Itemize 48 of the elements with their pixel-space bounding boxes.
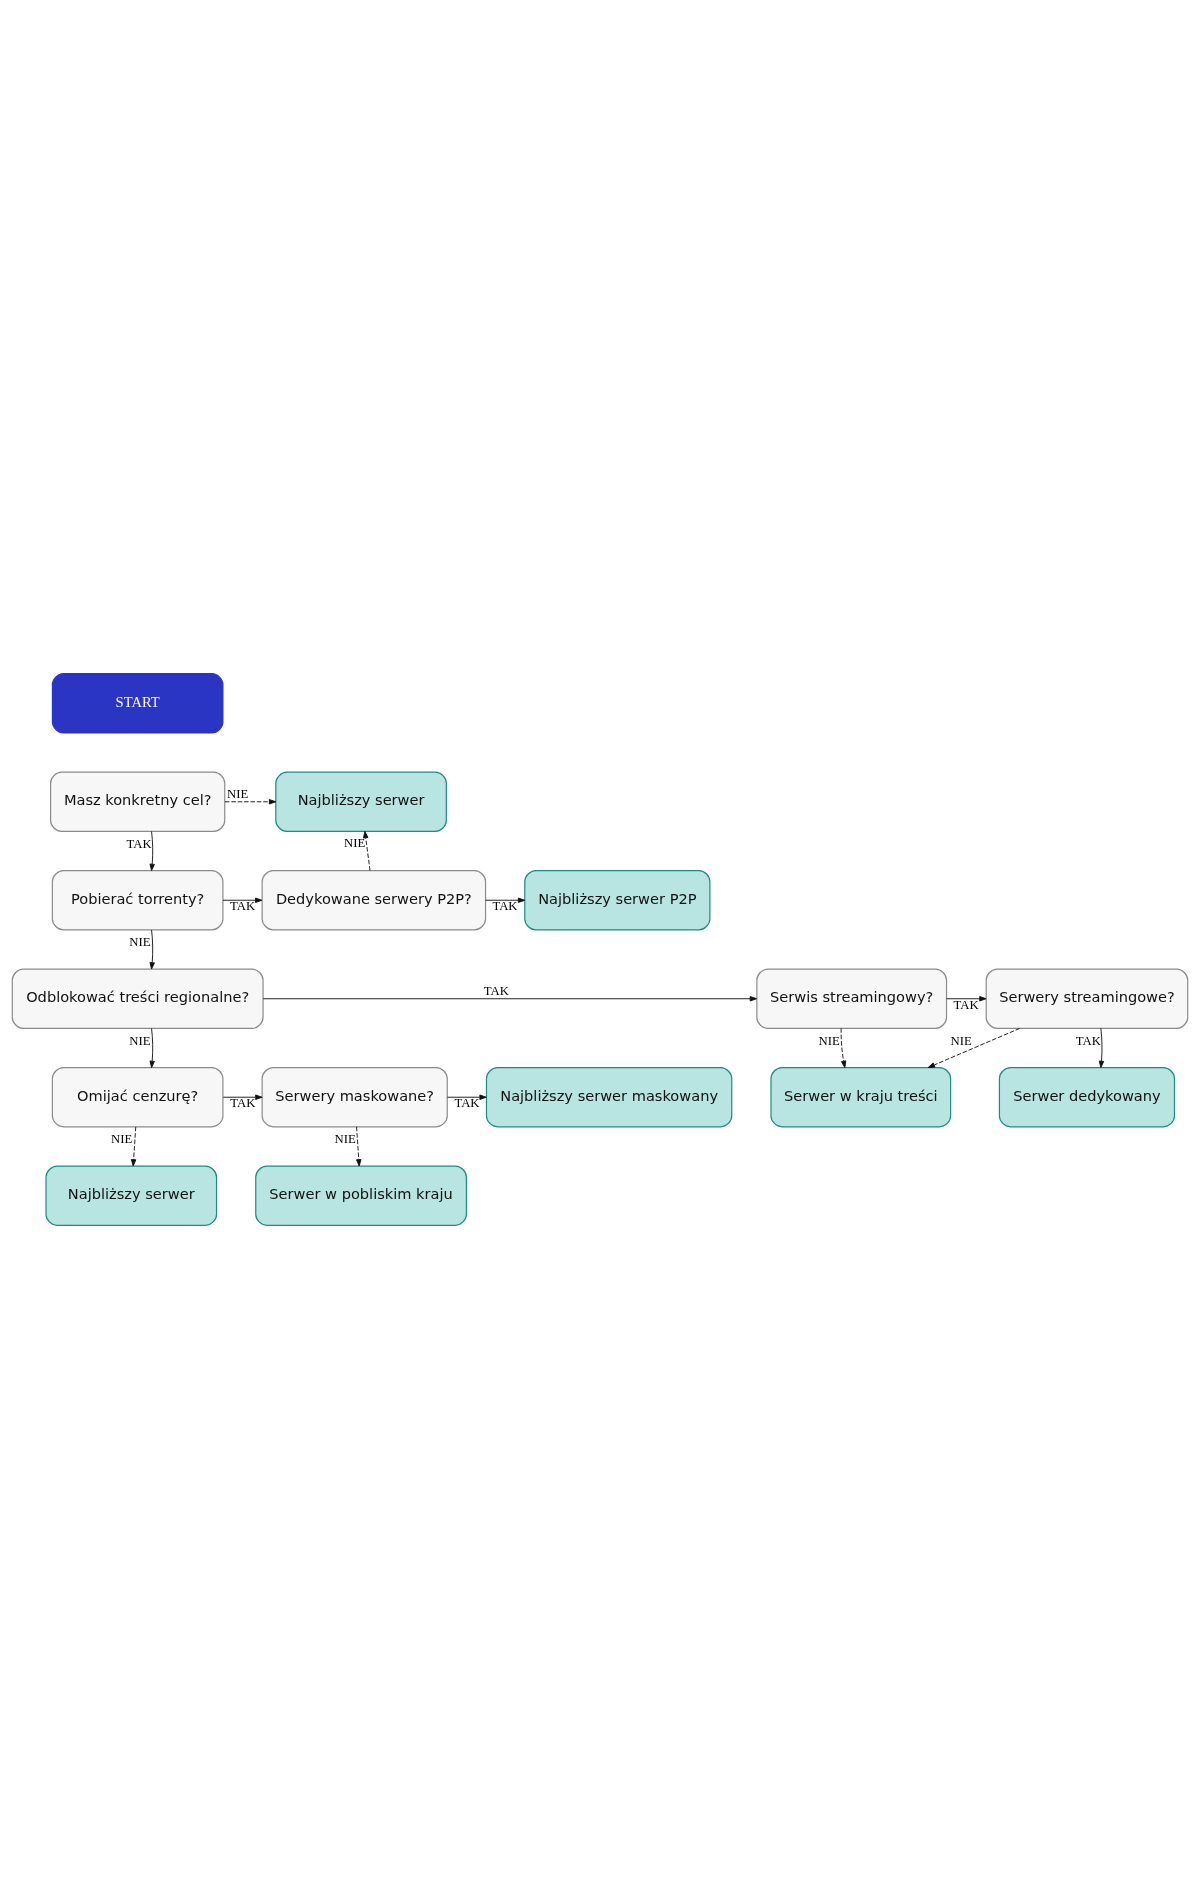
edge-label: NIE — [129, 934, 151, 949]
edge-label: TAK — [492, 898, 518, 913]
edge-label: TAK — [126, 836, 152, 851]
arrow — [149, 830, 155, 871]
node-box: Najbliższy serwer — [275, 771, 447, 832]
arrow — [149, 1027, 155, 1068]
node-box: Serwer w kraju treści — [770, 1066, 952, 1127]
node-box: Najbliższy serwer maskowany — [485, 1066, 733, 1127]
node-box: Serwery streamingowe? — [985, 968, 1189, 1029]
arrow — [1098, 1027, 1105, 1068]
edge-label: TAK — [1075, 1033, 1101, 1048]
node-box: Serwer w pobliskim kraju — [255, 1165, 467, 1226]
arrow — [485, 897, 526, 903]
arrow — [946, 995, 987, 1001]
node-box: Serwis streamingowy? — [756, 968, 948, 1029]
edge-label: TAK — [483, 983, 509, 998]
arrow — [222, 1094, 263, 1100]
edge-label: TAK — [230, 1095, 256, 1110]
node-box: Masz konkretny cel? — [50, 771, 226, 832]
node-box: Najbliższy serwer P2P — [524, 869, 711, 930]
arrow — [363, 830, 371, 871]
arrow — [130, 1125, 137, 1166]
node-box: Odblokować treści regionalne? — [11, 968, 264, 1029]
edge-label: NIE — [111, 1131, 133, 1146]
arrow — [840, 1027, 847, 1068]
arrow — [446, 1094, 487, 1100]
node-box: Serwer dedykowany — [998, 1066, 1176, 1127]
arrow — [224, 798, 277, 804]
arrow — [262, 995, 758, 1001]
edge-label: NIE — [129, 1033, 151, 1048]
edge-label: NIE — [950, 1033, 972, 1048]
arrow — [222, 897, 263, 903]
node-box: START — [51, 672, 224, 733]
edge-label: TAK — [953, 997, 979, 1012]
edge-label: TAK — [454, 1095, 480, 1110]
node-box: Serwery maskowane? — [261, 1066, 448, 1127]
edge-label: NIE — [344, 835, 366, 850]
edge-label: NIE — [818, 1033, 840, 1048]
arrow — [356, 1125, 362, 1166]
edge-label: NIE — [334, 1131, 356, 1146]
node-box: Pobierać torrenty? — [51, 869, 224, 930]
edge-label: TAK — [230, 898, 256, 913]
arrow — [927, 1027, 1021, 1068]
node-box: Omijać cenzurę? — [51, 1066, 224, 1127]
edge-label: NIE — [227, 786, 249, 801]
node-box: Dedykowane serwery P2P? — [261, 869, 487, 930]
node-box: Najbliższy serwer — [45, 1165, 218, 1226]
arrow — [149, 928, 155, 969]
